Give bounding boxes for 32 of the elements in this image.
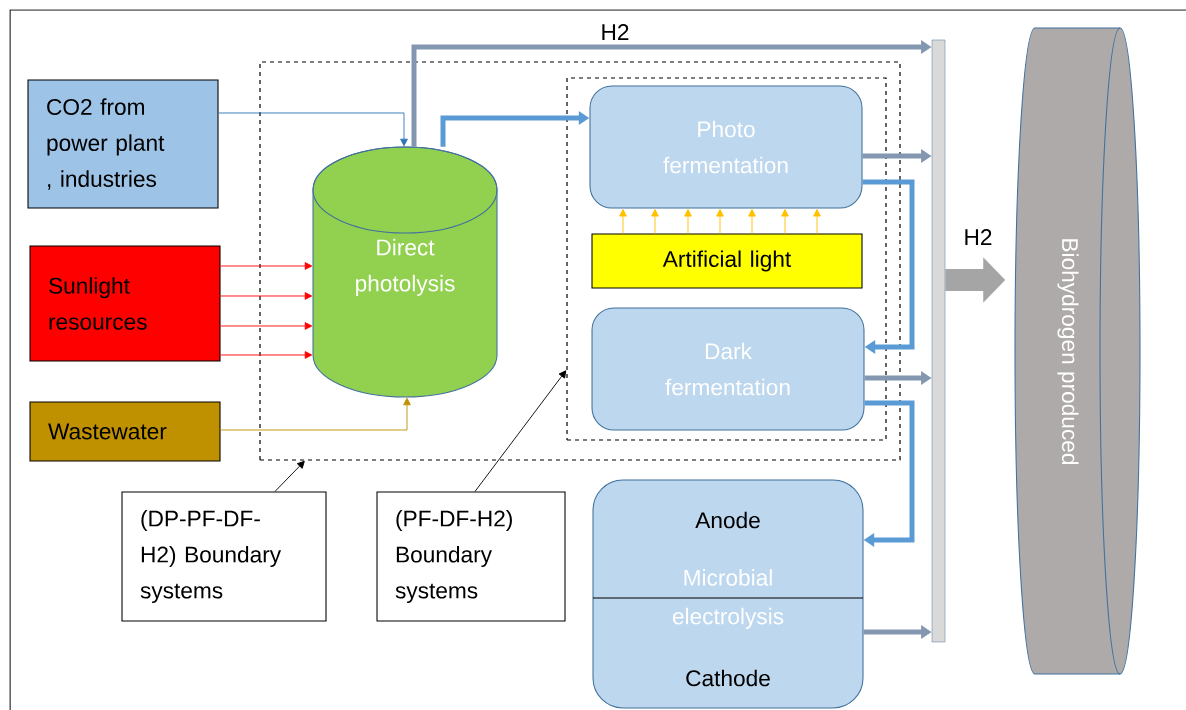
storage-cylinder: Biohydrogen produced	[1014, 27, 1141, 675]
arrow	[651, 209, 659, 234]
arrow	[274, 460, 305, 492]
source-box: Sunlight resources	[29, 245, 221, 362]
source-box: CO2 from power plant , industries	[27, 79, 219, 209]
edge-label: H2	[962, 227, 994, 247]
arrow	[781, 209, 789, 234]
arrow	[220, 322, 313, 330]
tank-cylinder: Direct photolysis	[312, 146, 498, 398]
arrow	[684, 209, 692, 234]
process-box: Dark fermentation	[591, 307, 865, 431]
arrow	[716, 209, 724, 234]
arrow	[474, 370, 567, 492]
arrow	[862, 179, 915, 355]
arrow	[220, 397, 411, 431]
arrow	[218, 112, 408, 147]
arrow	[220, 292, 313, 300]
callout-box: (PF-DF-H2) Boundary systems	[376, 491, 566, 622]
edge-label: H2	[599, 22, 631, 42]
electrolysis-cell: Anode Microbial electrolysis Cathode	[592, 479, 864, 709]
boundary-box	[259, 61, 901, 461]
source-box: Wastewater	[29, 401, 221, 462]
arrow	[619, 209, 627, 234]
arrow	[748, 209, 756, 234]
arrow	[813, 209, 821, 234]
arrow	[220, 351, 313, 359]
boundary-box	[566, 77, 887, 441]
process-box: Photo fermentation	[589, 85, 863, 209]
light-box: Artificial light	[591, 233, 863, 289]
callout-box: (DP-PF-DF-H2) Boundary systems	[121, 491, 327, 622]
collector-bar	[931, 39, 946, 643]
arrow	[220, 262, 313, 270]
